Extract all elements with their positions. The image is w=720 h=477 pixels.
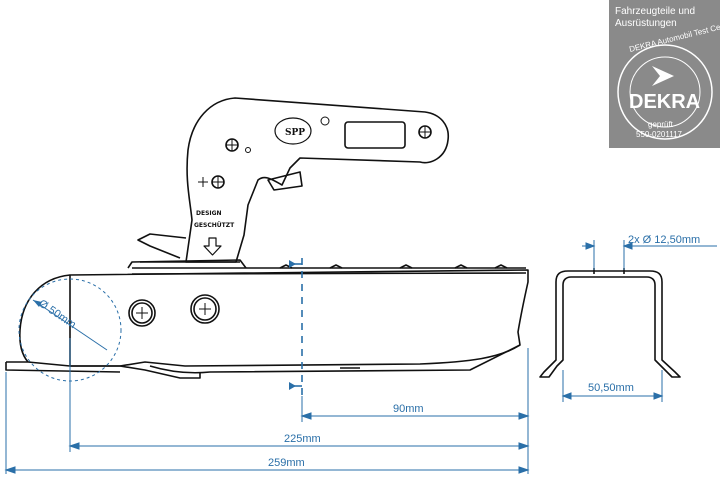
dim-225: 225mm xyxy=(284,433,321,445)
badge-line-1: Fahrzeugteile und xyxy=(615,6,695,17)
brand-logo: SPP xyxy=(285,128,305,138)
dekra-logo: DEKRA xyxy=(629,91,700,113)
dimension-lines xyxy=(4,338,530,474)
badge-line-2: Ausrüstungen xyxy=(615,18,677,29)
dekra-arrow-icon xyxy=(652,66,674,86)
dim-bolt-holes: 2x Ø 12,50mm xyxy=(628,234,700,246)
design-label-2: GESCHÜTZT xyxy=(194,222,235,229)
ball-diameter-label: Ø 50mm xyxy=(36,298,78,332)
section-line xyxy=(289,258,303,396)
coupling-side-view xyxy=(5,97,529,379)
ring-bottom-1: geprüft xyxy=(648,120,674,129)
design-label-1: DESIGN xyxy=(196,210,222,217)
dim-259: 259mm xyxy=(268,457,305,469)
profile-dimensions xyxy=(561,240,717,402)
profile-cross-section xyxy=(539,268,681,378)
dim-90: 90mm xyxy=(393,403,424,415)
ring-bottom-2: 550-0201117 xyxy=(636,130,683,139)
dekra-badge: Fahrzeugteile und Ausrüstungen DEKRA DEK… xyxy=(609,0,720,148)
dim-profile-width: 50,50mm xyxy=(588,382,634,394)
